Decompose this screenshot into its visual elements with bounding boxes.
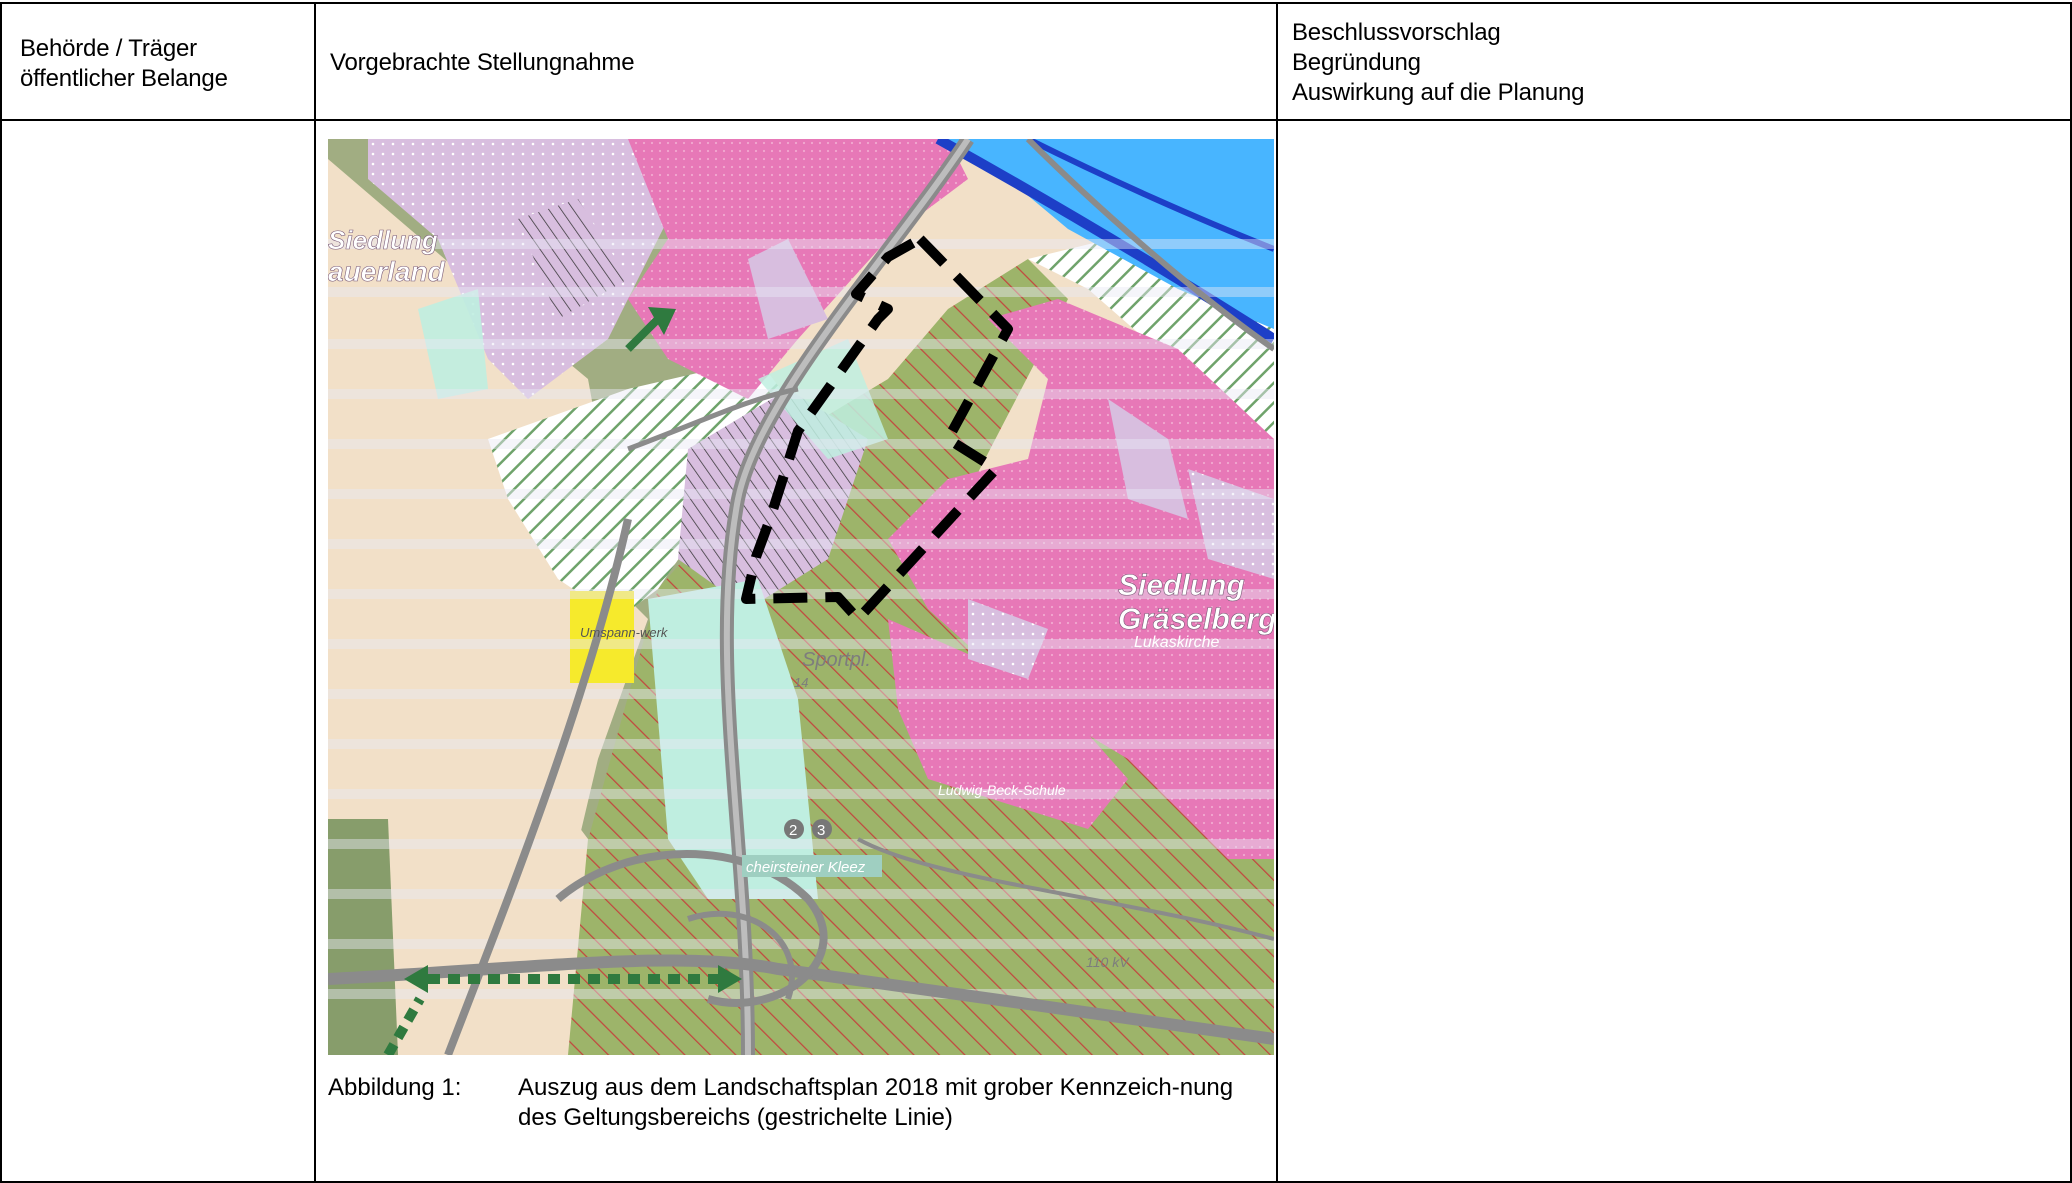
- header-statement-text: Vorgebrachte Stellungnahme: [330, 49, 635, 76]
- pink-area-east: [888, 299, 1274, 859]
- map-label-2: 2: [789, 822, 797, 839]
- scope-boundary-dashed: [741, 234, 1013, 624]
- map-label-lukaskirche: Lukaskirche: [1134, 634, 1219, 651]
- header-decision-line2: Begründung: [1292, 49, 1421, 76]
- header-authority-line2: öffentlicher Belange: [20, 65, 228, 92]
- header-decision-line1: Beschlussvorschlag: [1292, 19, 1501, 46]
- header-decision-line3: Auswirkung auf die Planung: [1292, 79, 1585, 106]
- map-label-siedlung-left: Siedlung: [328, 225, 438, 255]
- lilac-area-nw: [368, 139, 678, 399]
- green-hatch-band: [488, 359, 788, 619]
- authority-cell: [0, 119, 316, 1183]
- header-authority-line1: Behörde / Träger: [20, 35, 197, 62]
- map-label-3: 3: [817, 822, 825, 839]
- statement-cell: Siedlung Gräselberg auerland Siedlung Sp…: [314, 119, 1278, 1183]
- map-label-kv: 110 kV: [1086, 954, 1130, 970]
- map-label-umspannwerk: Umspann-werk: [580, 625, 669, 640]
- map-label-siedlung: Siedlung: [1118, 569, 1245, 602]
- header-decision: Beschlussvorschlag Begründung Auswirkung…: [1276, 2, 2072, 121]
- figure-caption: Abbildung 1: Auszug aus dem Landschaftsp…: [328, 1073, 1276, 1133]
- caption-text: Auszug aus dem Landschaftsplan 2018 mit …: [518, 1074, 1234, 1131]
- map-label-ludwig-beck: Ludwig-Beck-Schule: [938, 782, 1066, 798]
- map-label-14: 14: [794, 675, 808, 690]
- header-statement: Vorgebrachte Stellungnahme: [314, 2, 1278, 121]
- map-label-kleez: cheirsteiner Kleez: [746, 859, 866, 876]
- map-label-auerland: auerland: [328, 256, 446, 287]
- map-label-graeselberg: Gräselberg: [1118, 603, 1274, 636]
- header-row: Behörde / Träger öffentlicher Belange Vo…: [0, 2, 2072, 121]
- map-label-sportpl: Sportpl.: [802, 649, 871, 671]
- header-authority: Behörde / Träger öffentlicher Belange: [0, 2, 316, 121]
- roads: [328, 139, 1274, 1055]
- content-row: Siedlung Gräselberg auerland Siedlung Sp…: [0, 119, 2072, 1183]
- caption-label: Abbildung 1:: [328, 1074, 462, 1101]
- landscape-plan-map: Siedlung Gräselberg auerland Siedlung Sp…: [328, 139, 1274, 1055]
- decision-cell: [1276, 119, 2072, 1183]
